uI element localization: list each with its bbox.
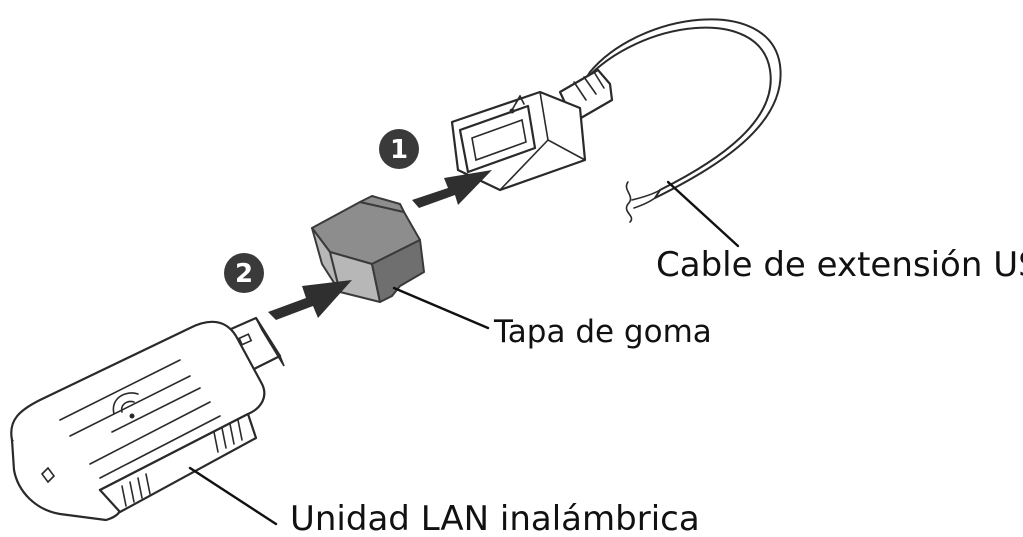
leader-rubber-cap — [392, 286, 490, 330]
usb-trident-icon — [509, 95, 525, 114]
label-wireless-lan-unit: Unidad LAN inalámbrica — [290, 499, 700, 537]
usb-extension-cable — [450, 18, 782, 223]
wireless-signal-icon — [112, 392, 139, 419]
label-usb-extension-cable: Cable de extensión USB — [656, 245, 1023, 285]
indicator-led — [40, 466, 56, 484]
cable-tail — [631, 189, 661, 201]
leader-wlan-unit — [188, 466, 278, 526]
insert-arrow-1 — [412, 170, 492, 208]
insert-arrow-2 — [268, 280, 352, 320]
step-1-number: 1 — [390, 135, 408, 165]
cable-cut-mark — [625, 181, 633, 223]
label-rubber-cap: Tapa de goma — [493, 314, 712, 350]
leader-usb-cable — [666, 180, 740, 248]
rubber-cap — [311, 195, 425, 303]
cable-wire — [584, 18, 782, 199]
step-1-marker: 1 — [379, 129, 419, 169]
wireless-lan-unit — [10, 316, 285, 522]
step-2-number: 2 — [235, 259, 253, 289]
step-2-marker: 2 — [224, 253, 264, 293]
